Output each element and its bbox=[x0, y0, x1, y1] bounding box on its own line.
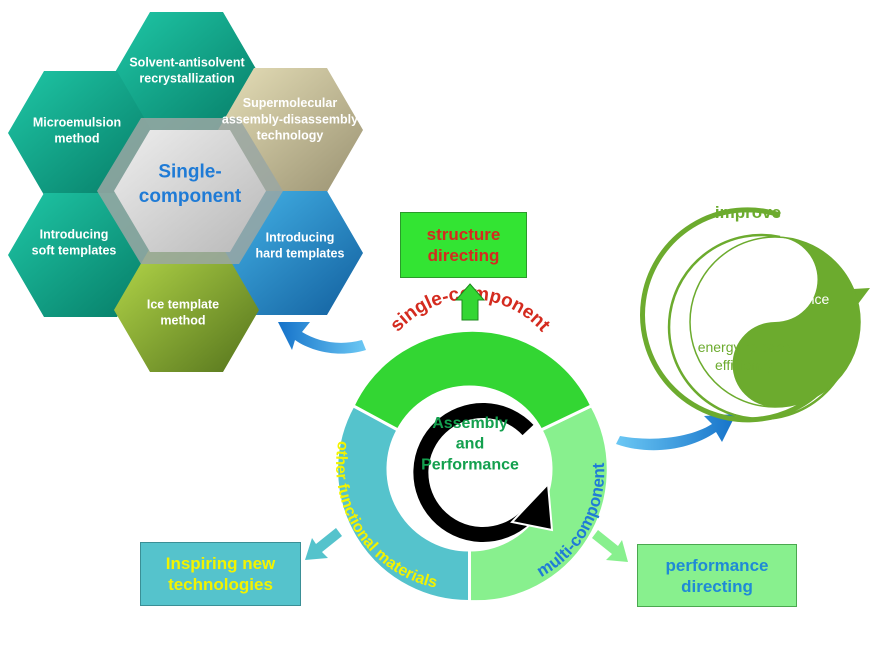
down-left-arrow bbox=[305, 528, 342, 560]
ring-segment-multi bbox=[468, 403, 610, 604]
inspiring-new-technologies-box: Inspiring new technologies bbox=[140, 542, 301, 606]
hex-lower-left bbox=[8, 193, 153, 317]
cycle-arrow bbox=[413, 403, 534, 543]
structure-directing-box: structure directing bbox=[400, 212, 527, 278]
improve-ring-inner bbox=[667, 233, 855, 421]
hex-bottom bbox=[114, 248, 259, 372]
hex-top bbox=[114, 12, 259, 136]
ring-segment-single bbox=[351, 328, 594, 433]
yin-half bbox=[732, 237, 860, 407]
performance-directing-box: performance directing bbox=[637, 544, 797, 607]
arrow-to-yinyang bbox=[616, 414, 736, 451]
ring-segment-other bbox=[335, 403, 471, 604]
cycle-arrowhead bbox=[510, 481, 554, 532]
main-ring: single-component multi-component other f… bbox=[332, 283, 610, 604]
hex-center-label: Single-component bbox=[139, 161, 242, 207]
down-right-arrow bbox=[592, 530, 628, 562]
improve-label: improve bbox=[715, 203, 781, 222]
arrow-to-hexagons bbox=[278, 322, 366, 354]
hex-center bbox=[114, 130, 266, 252]
up-arrow bbox=[454, 283, 486, 321]
